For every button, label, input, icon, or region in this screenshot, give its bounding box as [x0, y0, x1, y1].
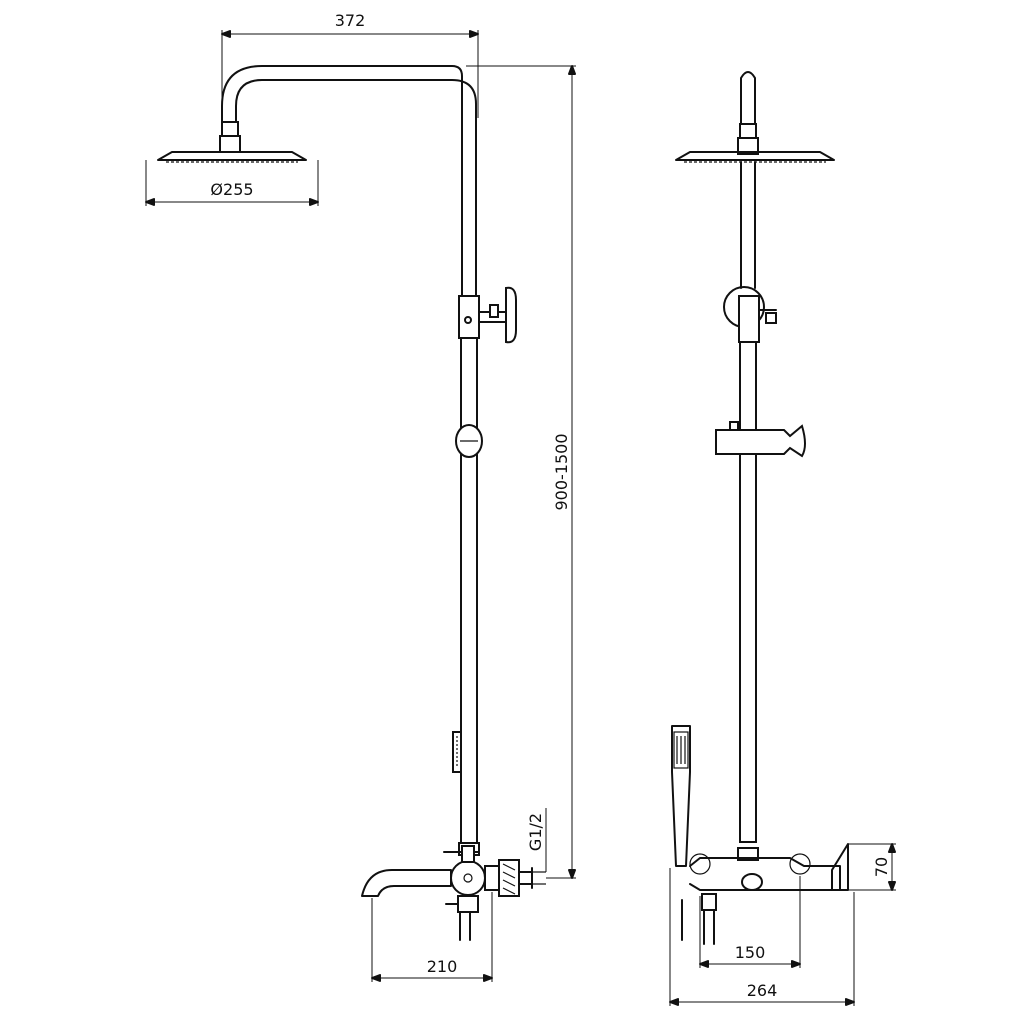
dim-arm-reach: 372 [335, 11, 366, 30]
side-dimensions: 70 150 264 [669, 843, 896, 1006]
dim-mixer-height: 70 [872, 857, 891, 877]
dim-spout-projection: 210 [427, 957, 458, 976]
clamp-handwheel [505, 286, 517, 344]
shower-head [157, 151, 307, 161]
side-shower-head [675, 151, 835, 161]
mixer-body [450, 860, 486, 896]
dim-height-range: 900-1500 [552, 433, 571, 510]
wall-connector [484, 865, 500, 891]
side-view [671, 71, 849, 945]
side-hand-shower [671, 725, 691, 867]
side-slider-holder [715, 424, 806, 458]
dim-inlet-centers: 150 [735, 943, 766, 962]
riser-tube [460, 299, 478, 846]
front-view [157, 65, 546, 941]
diverter [457, 895, 479, 913]
dim-head-diameter: Ø255 [210, 180, 253, 199]
shower-arm [221, 65, 463, 123]
dim-total-depth: 264 [747, 981, 778, 1000]
side-mixer-body [689, 857, 841, 891]
bath-spout [361, 869, 452, 897]
side-riser-top [740, 71, 756, 125]
shower-arm-inner [235, 79, 477, 301]
front-dimensions: 372 Ø255 900-1500 G1/2 210 [145, 11, 576, 982]
clamp-knob [489, 304, 499, 318]
head-connector [221, 121, 239, 137]
dim-inlet-thread: G1/2 [526, 813, 545, 851]
side-riser-tube [739, 341, 757, 843]
